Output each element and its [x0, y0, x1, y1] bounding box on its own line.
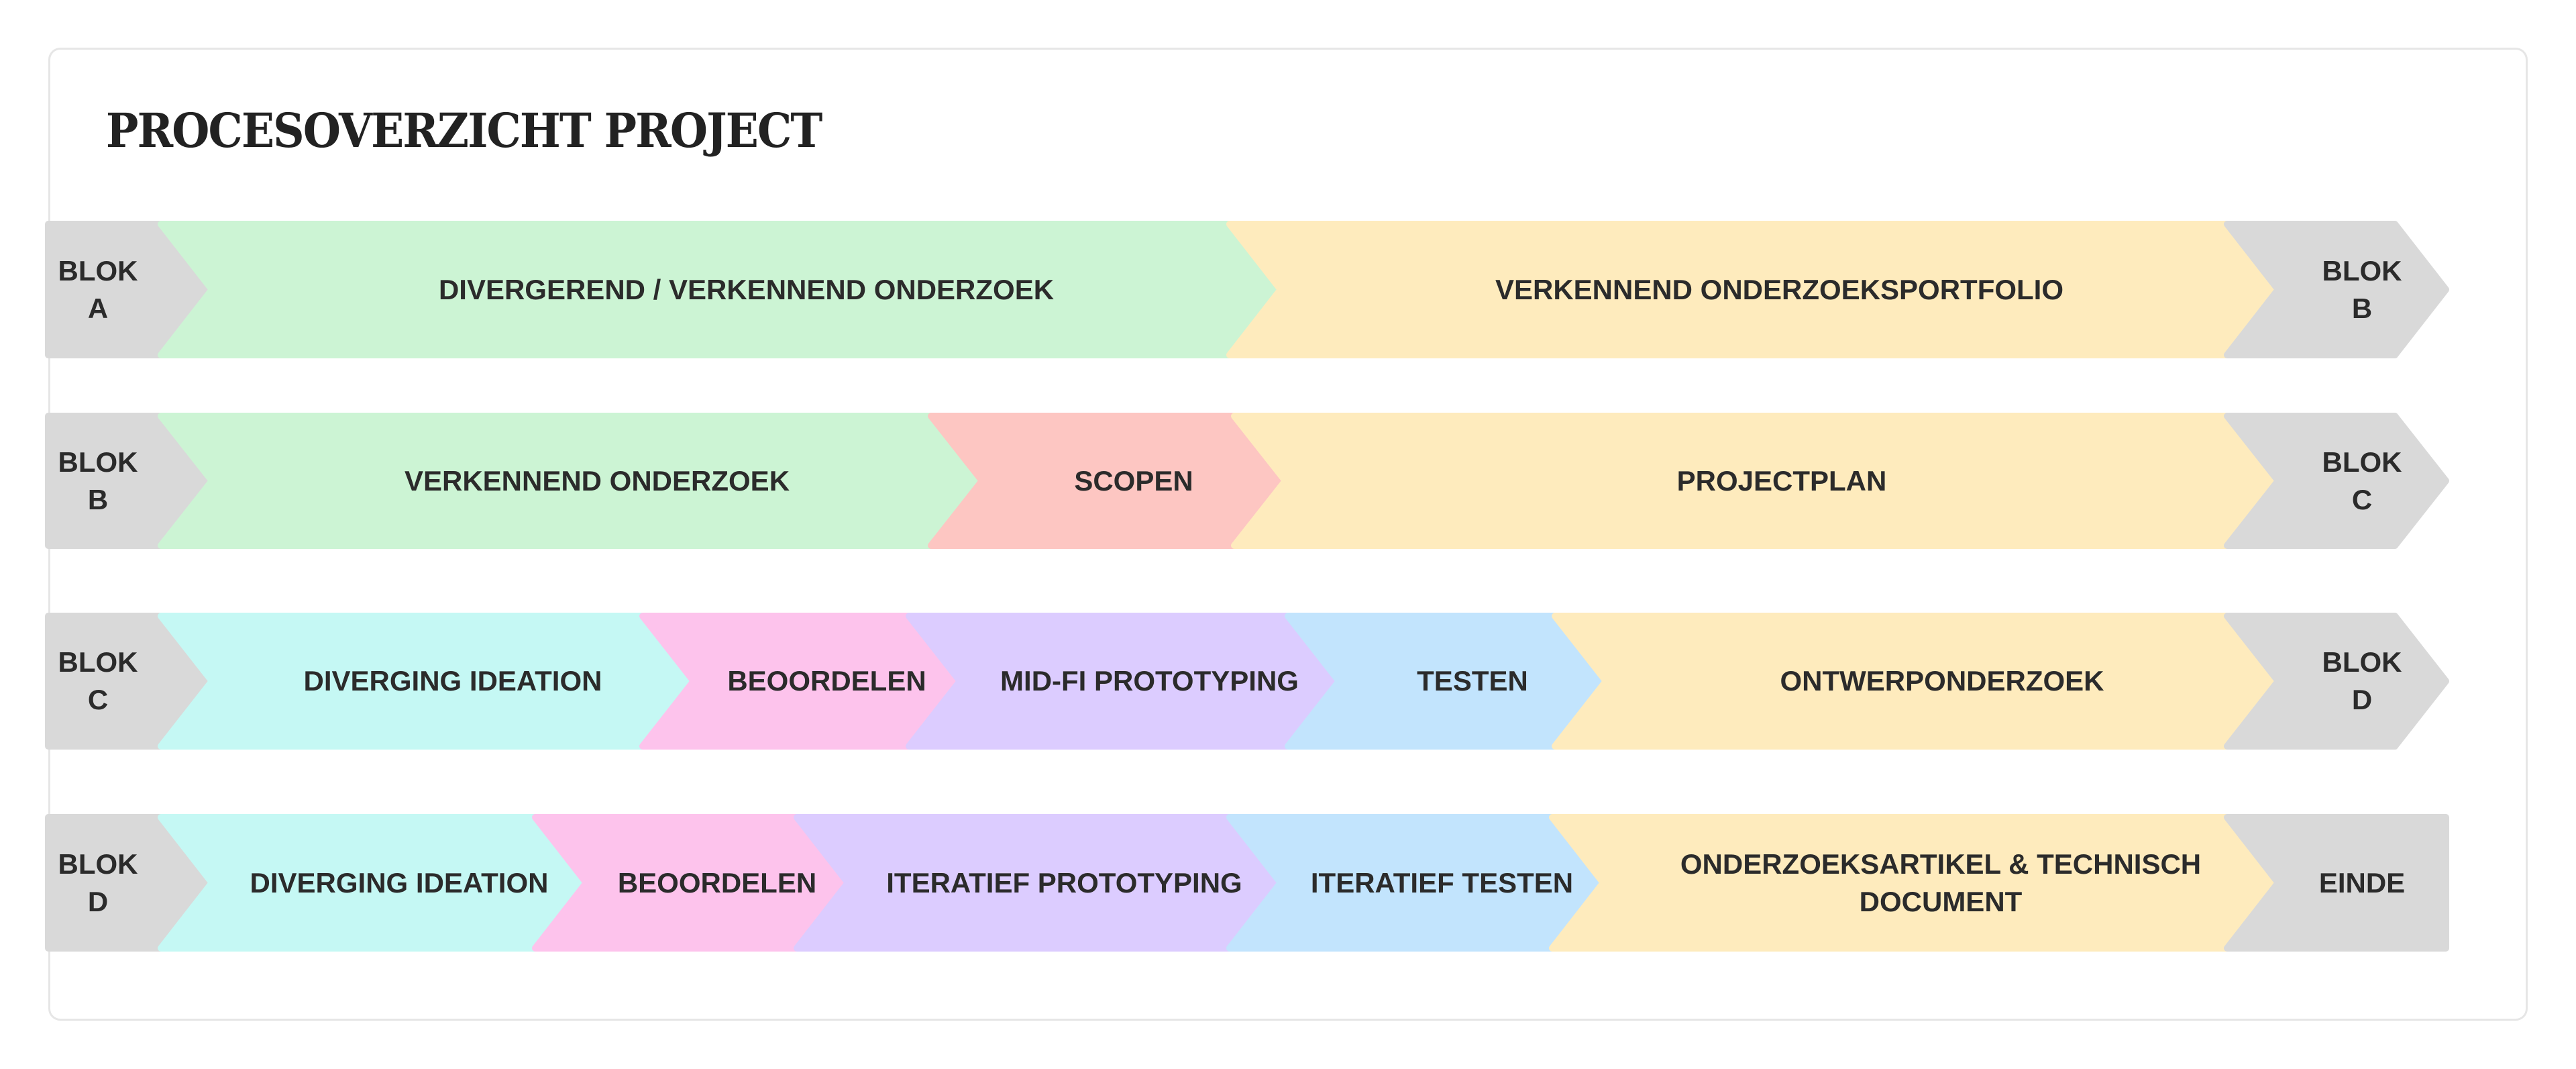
- chevron-blok-c: [2224, 413, 2449, 549]
- chevron-blok-d: [2224, 613, 2449, 750]
- row-blok-d: [45, 814, 2449, 952]
- step-label-mid-fi-prototyping: MID-FI PROTOTYPING: [1000, 665, 1299, 697]
- step-label-ontwerponderzoek: ONTWERPONDERZOEK: [1780, 665, 2104, 697]
- step-label-verkennend-onderzoek: VERKENNEND ONDERZOEK: [404, 464, 790, 497]
- step-label-blok-a: BLOK A: [58, 254, 138, 324]
- step-label-scopen: SCOPEN: [1074, 464, 1193, 497]
- step-label-blok-b: BLOK B: [58, 446, 138, 515]
- step-label-divergerend-verkennend-onderzoek: DIVERGEREND / VERKENNEND ONDERZOEK: [438, 273, 1055, 305]
- step-label-blok-b: BLOK B: [2322, 254, 2402, 324]
- step-label-blok-d: BLOK D: [58, 848, 138, 917]
- step-label-diverging-ideation: DIVERGING IDEATION: [303, 665, 602, 697]
- chevron-blok-b: [2224, 221, 2449, 358]
- step-label-iteratief-prototyping: ITERATIEF PROTOTYPING: [886, 866, 1242, 899]
- step-label-beoordelen: BEOORDELEN: [617, 866, 817, 899]
- step-label-beoordelen: BEOORDELEN: [727, 665, 926, 697]
- row-blok-b: [45, 413, 2449, 549]
- step-label-verkennend-onderzoeksportfolio: VERKENNEND ONDERZOEKSPORTFOLIO: [1495, 273, 2064, 305]
- step-label-onderzoeksartikel-technisch-document: ONDERZOEKSARTIKEL & TECHNISCH DOCUMENT: [1680, 848, 2202, 917]
- step-label-diverging-ideation: DIVERGING IDEATION: [250, 866, 549, 899]
- step-label-blok-c: BLOK C: [58, 646, 138, 715]
- step-label-testen: TESTEN: [1417, 665, 1528, 697]
- step-label-blok-d: BLOK D: [2322, 646, 2402, 715]
- row-blok-c: [45, 613, 2449, 750]
- step-label-blok-c: BLOK C: [2322, 446, 2402, 515]
- step-label-projectplan: PROJECTPLAN: [1676, 464, 1887, 497]
- page-title: PROCESOVERZICHT PROJECT: [106, 103, 822, 158]
- chevron-einde: [2224, 814, 2449, 952]
- row-blok-a: [45, 221, 2449, 358]
- step-label-einde: EINDE: [2318, 866, 2406, 899]
- step-label-iteratief-testen: ITERATIEF TESTEN: [1310, 866, 1574, 899]
